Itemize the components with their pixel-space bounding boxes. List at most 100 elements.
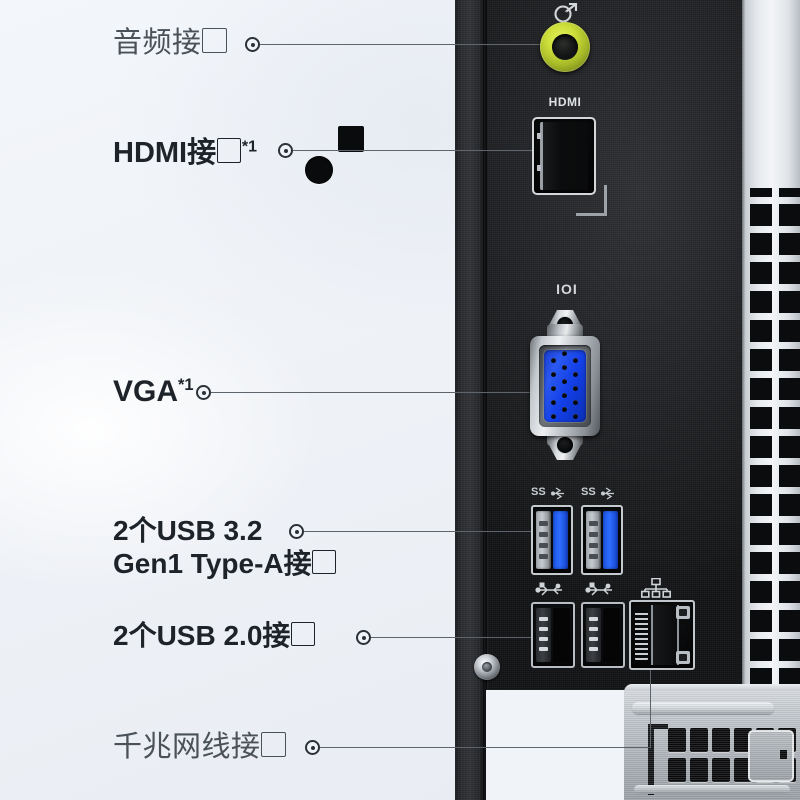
slot-vent-hole — [756, 758, 774, 782]
callout-leader-audio — [260, 44, 565, 45]
vent-round-hole — [305, 156, 333, 184]
usb2-tongue-1 — [536, 608, 551, 662]
usb2-cavity-2 — [603, 608, 620, 662]
usb3-port-1 — [531, 505, 573, 575]
callout-label-vga: VGA*1 — [113, 374, 194, 409]
vga-pin — [551, 386, 556, 391]
vga-pin — [562, 379, 567, 384]
usb2-port-2 — [581, 602, 625, 668]
slot-vent-holes — [668, 728, 800, 786]
slot-vent-hole — [690, 758, 708, 782]
callout-dot-lan[interactable] — [305, 740, 320, 755]
metal-ridge — [632, 702, 774, 714]
usb2-cavity-1 — [553, 608, 570, 662]
vga-pin — [573, 358, 578, 363]
slot-vent-hole — [712, 728, 730, 752]
callout-dot-usb2[interactable] — [356, 630, 371, 645]
pc-rear-panel-photo — [455, 0, 800, 800]
audio-line-out-jack — [540, 22, 590, 72]
usb3-tongue-2 — [586, 511, 601, 569]
lower-metal-lip — [624, 684, 800, 692]
slot-bracket — [648, 724, 668, 795]
vga-connector-insert — [544, 350, 586, 422]
vga-pin — [562, 407, 567, 412]
hdmi-silk-label: HDMI — [548, 95, 582, 109]
slot-vent-hole — [690, 728, 708, 752]
background-gradient — [0, 0, 470, 800]
slot-vent-hole — [734, 728, 752, 752]
vent-corner-notch — [338, 126, 364, 152]
vga-pin — [573, 386, 578, 391]
callout-label-lan: 千兆网线接 — [113, 730, 286, 764]
slot-vent-hole — [778, 728, 796, 752]
rj45-clip-bottom — [676, 651, 690, 664]
missing-glyph-box-usb2 — [290, 622, 315, 646]
vga-pin — [562, 351, 567, 356]
usb3-insert-2 — [603, 511, 618, 569]
callout-label-usb3-line1: 2个USB 3.2 — [113, 515, 263, 546]
vga-pin — [562, 393, 567, 398]
slot-vent-hole — [756, 728, 774, 752]
usb3-port-2 — [581, 505, 623, 575]
svg-text:SS: SS — [581, 486, 596, 498]
callout-sup-vga: *1 — [178, 376, 194, 394]
hdmi-port — [532, 117, 596, 195]
vga-pin — [551, 400, 556, 405]
rj45-cavity — [651, 605, 679, 665]
psu-plate — [748, 730, 794, 782]
rj45-contacts — [635, 610, 648, 660]
callout-dot-vga[interactable] — [196, 385, 211, 400]
usb3-tongue-1 — [536, 511, 551, 569]
callout-label-hdmi-text: HDMI接 — [113, 137, 217, 169]
callout-leader-hdmi — [293, 150, 563, 151]
usb2-port-1 — [531, 602, 575, 668]
vga-shell — [530, 336, 600, 436]
vent-hole-grid — [750, 188, 800, 690]
panel-corner-bracket-mark — [576, 185, 607, 216]
superspeed-usb-icon-2: SS — [581, 486, 614, 500]
usb-trident-icon-1 — [535, 582, 562, 596]
missing-glyph-box-audio — [202, 28, 227, 53]
callout-dot-usb3[interactable] — [289, 524, 304, 539]
chassis-left-bezel — [455, 0, 483, 800]
network-icon — [641, 578, 671, 598]
rj45-ethernet-port — [629, 600, 695, 670]
rj45-clip-top — [676, 606, 690, 619]
superspeed-usb-icon-1: SS — [531, 486, 564, 500]
vga-pin — [551, 358, 556, 363]
callout-label-usb2: 2个USB 2.0接 — [113, 619, 315, 652]
usb2-tongue-2 — [586, 608, 601, 662]
line-out-icon — [554, 2, 578, 23]
slot-vent-hole — [668, 758, 686, 782]
vga-pin — [573, 400, 578, 405]
chassis-bezel-seam — [483, 0, 486, 800]
vga-pin — [551, 414, 556, 419]
callout-label-audio: 音频接 — [113, 26, 227, 60]
usb-trident-icon-2 — [585, 582, 612, 596]
missing-glyph-box-lan — [261, 732, 286, 757]
slot-vent-hole — [734, 758, 752, 782]
io-shield-edge — [486, 0, 488, 690]
vga-pin — [551, 372, 556, 377]
callout-dot-audio[interactable] — [245, 37, 260, 52]
callout-leader-usb3 — [304, 531, 532, 532]
vga-pin — [573, 372, 578, 377]
slot-vent-hole — [778, 758, 796, 782]
callout-leader-usb2 — [371, 637, 542, 638]
callout-label-audio-text: 音频接 — [113, 27, 202, 59]
callout-label-usb3-line2: Gen1 Type-A接 — [113, 548, 312, 580]
usb3-insert-1 — [553, 511, 568, 569]
vga-port — [520, 308, 610, 462]
metal-ridge-lower — [634, 785, 790, 794]
missing-glyph-box-usb3 — [312, 550, 337, 575]
expansion-slot-area — [624, 690, 800, 800]
chassis-screw-rivet — [474, 654, 500, 680]
callout-dot-hdmi[interactable] — [278, 143, 293, 158]
missing-glyph-box-hdmi — [216, 138, 242, 163]
callout-leader-vga — [211, 392, 551, 393]
svg-text:SS: SS — [531, 486, 546, 498]
callout-label-usb3: 2个USB 3.2 Gen1 Type-A接 — [113, 514, 337, 580]
monitor-silk-icon: IOI — [556, 281, 578, 297]
callout-sup-hdmi: *1 — [241, 138, 257, 156]
